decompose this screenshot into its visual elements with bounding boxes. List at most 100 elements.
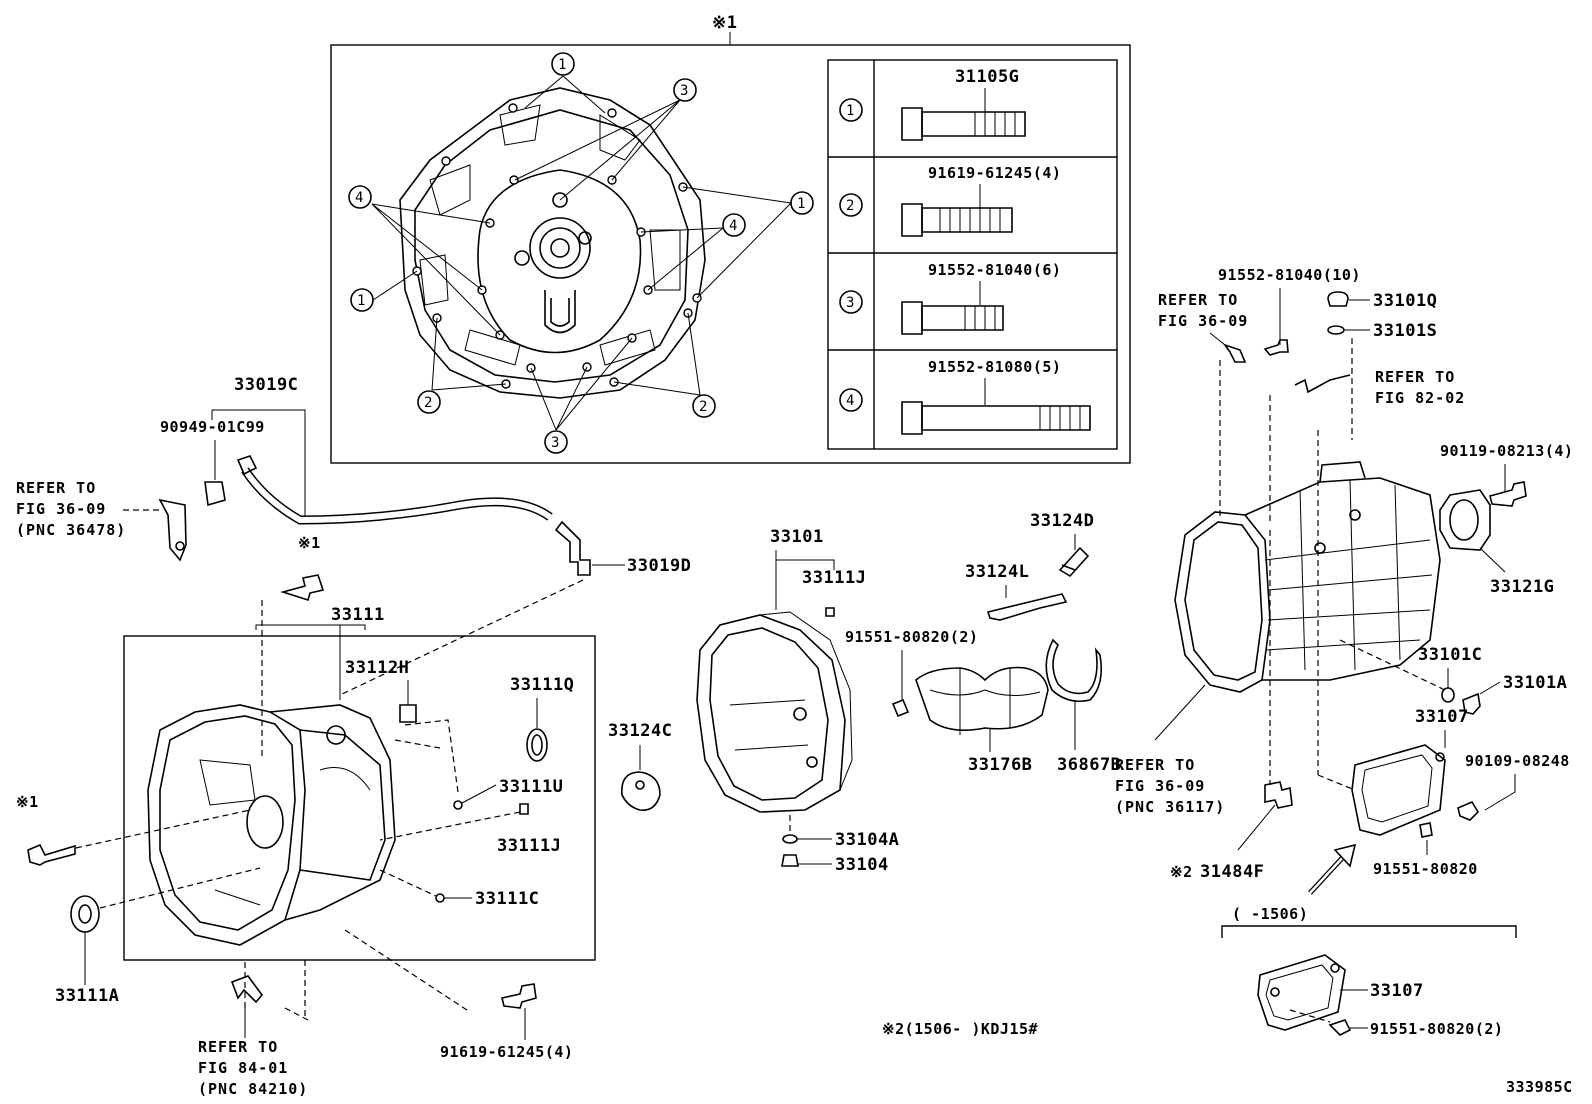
kdj-note: ※2(1506- )KDJ15#	[882, 1020, 1038, 1038]
label-33112h: 33112H	[345, 658, 409, 678]
refer-fig-84-01: REFER TO FIG 84-01 (PNC 84210)	[198, 1005, 308, 1098]
svg-text:1: 1	[846, 103, 854, 119]
clip-82-02	[1294, 374, 1351, 394]
part-label: 31105G	[955, 67, 1019, 87]
label-33101q: 33101Q	[1373, 291, 1437, 311]
label-33111u: 33111U	[499, 777, 563, 797]
bracket-33124l	[986, 593, 1068, 621]
inset-note-marker: ※1	[712, 13, 737, 33]
label-33124l: 33124L	[965, 562, 1029, 582]
svg-text:3: 3	[680, 83, 688, 99]
bolt-row-2: 2 91619-61245(4)	[839, 164, 1061, 237]
clip-33124d	[1058, 546, 1090, 578]
bolt-note1	[280, 574, 325, 602]
housing-33111-drawing	[147, 704, 396, 946]
bolt-90109	[1457, 800, 1480, 821]
bolt-table: 1 31105G 2 91619-61245(4) 3 91552-81040(…	[827, 59, 1118, 450]
cover-33107-a	[1351, 744, 1446, 836]
case-right-drawing	[1174, 461, 1441, 693]
label-33111q: 33111Q	[510, 675, 574, 695]
label-33104a: 33104A	[835, 830, 899, 850]
gasket-33101s	[1327, 325, 1345, 335]
plug-33111c	[435, 893, 445, 903]
label-33111j-b: 33111J	[802, 568, 866, 588]
callout-2	[692, 394, 716, 418]
svg-text:3: 3	[846, 295, 854, 311]
label-33124c: 33124C	[608, 721, 672, 741]
svg-text:1: 1	[797, 196, 805, 212]
bolt-91551-a	[891, 698, 910, 718]
svg-text:(PNC 84210): (PNC 84210)	[198, 1080, 308, 1098]
label-91551-c: 91551-80820(2)	[1370, 1020, 1503, 1038]
svg-text:4: 4	[846, 393, 854, 409]
label-33176b: 33176B	[968, 755, 1032, 775]
svg-text:FIG 36-09: FIG 36-09	[16, 500, 106, 518]
note-marker-1: ※1	[16, 793, 39, 811]
callouts: 1 3 4 1 4 1 2	[348, 52, 814, 454]
range-bracket	[1221, 925, 1517, 938]
label-33101c: 33101C	[1418, 645, 1482, 665]
svg-text:REFER TO: REFER TO	[1115, 756, 1195, 774]
label-33111j-a: 33111J	[497, 836, 561, 856]
view-arrow	[1308, 843, 1357, 895]
callout-4	[722, 213, 746, 237]
svg-text:REFER TO: REFER TO	[16, 479, 96, 497]
plug-33101q	[1327, 291, 1349, 307]
label-91551-b: 91551-80820	[1373, 860, 1478, 878]
part-label: 91552-81080(5)	[928, 358, 1061, 376]
svg-text:1: 1	[357, 293, 365, 309]
housing-face-drawing	[399, 87, 706, 399]
label-90119: 90119-08213(4)	[1440, 442, 1573, 460]
sensor-90949	[204, 481, 226, 507]
nut-33104	[781, 854, 799, 867]
label-91619-b: 91619-61245(4)	[440, 1043, 573, 1061]
note-marker-2: ※2	[1170, 863, 1193, 881]
label-33019d: 33019D	[627, 556, 691, 576]
label-33101: 33101	[770, 527, 824, 547]
refer-fig-36-09-b: REFER TO FIG 36-09	[1158, 291, 1247, 520]
range-label: ( -1506)	[1232, 905, 1308, 923]
label-33121g: 33121G	[1490, 577, 1554, 597]
left-group: REFER TO FIG 36-09 (PNC 36478) 90949-01C…	[16, 375, 691, 1098]
refer-fig-36-09-a: REFER TO FIG 36-09 (PNC 36478)	[16, 479, 187, 562]
bolt-91552-b	[1263, 339, 1289, 356]
callout-2	[417, 390, 441, 414]
pin-33111j	[519, 803, 529, 815]
bolt-row-4: 4 91552-81080(5)	[839, 358, 1091, 435]
plug-33101a	[1462, 692, 1481, 715]
figure-id: 333985C	[1506, 1078, 1573, 1096]
inset-bolt-layout: ※1	[330, 13, 1131, 464]
refer-fig-36-09-c: REFER TO FIG 36-09 (PNC 36117)	[1115, 684, 1224, 816]
callout-4	[348, 185, 372, 209]
bolt-91551-c	[1328, 1019, 1352, 1036]
note-marker-1: ※1	[298, 534, 321, 552]
callout-1	[551, 52, 575, 76]
label-33111c: 33111C	[475, 889, 539, 909]
callout-3	[544, 430, 568, 454]
plug-33111u	[453, 800, 463, 810]
gasket-33101c	[1441, 687, 1455, 703]
svg-text:2: 2	[424, 395, 432, 411]
bolt-row-1: 1 31105G	[839, 67, 1026, 141]
label-33111a: 33111A	[55, 986, 119, 1006]
retainer-33121g	[1439, 489, 1491, 551]
bolt-91619	[501, 983, 537, 1009]
harness-33019c	[236, 455, 591, 576]
bushing-33112h	[399, 704, 417, 723]
fork-33176b	[915, 666, 1049, 735]
bolt-91551-b	[1419, 822, 1433, 838]
label-33101s: 33101S	[1373, 321, 1437, 341]
center-group: 33101 33111J 33104A 33104 33124C 91551-8…	[608, 511, 1121, 875]
ring-36867b	[1045, 638, 1103, 703]
housing-33111-frame	[123, 635, 596, 961]
label-33107-a: 33107	[1415, 707, 1469, 727]
switch-84210	[230, 975, 264, 1004]
label-91551-a: 91551-80820(2)	[845, 628, 978, 646]
svg-text:REFER TO: REFER TO	[198, 1038, 278, 1056]
part-label: 91619-61245(4)	[928, 164, 1061, 182]
inset-frame	[330, 44, 1131, 464]
label-36867b: 36867B	[1057, 755, 1121, 775]
clip-36-09	[1222, 343, 1247, 363]
refer-fig-82-02: REFER TO FIG 82-02	[1269, 368, 1464, 525]
